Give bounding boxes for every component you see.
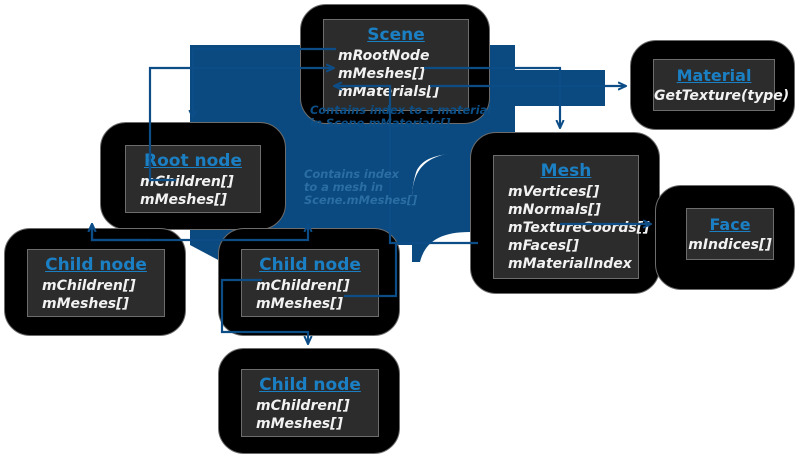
node-face-title: Face	[709, 215, 751, 234]
field-root-mchildren: mChildren[]	[140, 174, 234, 190]
node-root-node-fields: mChildren[] mMeshes[]	[126, 173, 260, 209]
annotation-material-index: Contains index to a material in Scene.mM…	[310, 103, 492, 130]
annotation-mesh-index: Contains index to a mesh in Scene.mMeshe…	[304, 167, 418, 207]
node-root-node-body: Root node mChildren[] mMeshes[]	[125, 145, 261, 213]
field-mfaces: mFaces[]	[508, 238, 579, 254]
field-childleft-mmeshes: mMeshes[]	[42, 296, 129, 312]
field-childmid-mchildren: mChildren[]	[256, 278, 350, 294]
node-child-node-middle[interactable]: Child node mChildren[] mMeshes[]	[218, 228, 400, 336]
node-material-title: Material	[676, 66, 752, 85]
node-face-fields: mIndices[]	[687, 236, 773, 254]
node-child-left-fields: mChildren[] mMeshes[]	[28, 277, 164, 313]
field-mmeshes: mMeshes[]	[338, 66, 425, 82]
node-scene-body: Scene mRootNode mMeshes[] mMaterials[]	[323, 19, 469, 111]
node-root-node-title: Root node	[144, 151, 242, 171]
node-scene-title: Scene	[367, 25, 425, 45]
node-material[interactable]: Material GetTexture(type)	[630, 40, 795, 130]
node-scene-fields: mRootNode mMeshes[] mMaterials[]	[324, 47, 468, 101]
node-material-fields: GetTexture(type)	[654, 87, 790, 105]
node-face-body: Face mIndices[]	[686, 208, 774, 260]
field-childmid-mmeshes: mMeshes[]	[256, 296, 343, 312]
node-child-middle-title: Child node	[259, 255, 361, 275]
field-mmaterialindex: mMaterialIndex	[508, 256, 632, 272]
field-mrootnode: mRootNode	[338, 48, 430, 64]
node-material-body: Material GetTexture(type)	[653, 59, 790, 111]
node-child-bottom-body: Child node mChildren[] mMeshes[]	[241, 369, 379, 437]
field-childbot-mchildren: mChildren[]	[256, 398, 350, 414]
field-childleft-mchildren: mChildren[]	[42, 278, 136, 294]
node-child-left-title: Child node	[45, 255, 147, 275]
node-child-middle-body: Child node mChildren[] mMeshes[]	[241, 249, 379, 317]
node-face[interactable]: Face mIndices[]	[655, 185, 795, 290]
field-mmaterials: mMaterials[]	[338, 84, 440, 100]
field-mnormals: mNormals[]	[508, 202, 601, 218]
node-child-node-left[interactable]: Child node mChildren[] mMeshes[]	[4, 228, 186, 336]
node-mesh-body: Mesh mVertices[] mNormals[] mTextureCoor…	[493, 155, 650, 279]
node-root-node[interactable]: Root node mChildren[] mMeshes[]	[100, 122, 286, 230]
node-child-middle-fields: mChildren[] mMeshes[]	[242, 277, 378, 313]
node-mesh-fields: mVertices[] mNormals[] mTextureCoords[] …	[494, 183, 650, 273]
node-child-bottom-fields: mChildren[] mMeshes[]	[242, 397, 378, 433]
node-child-node-bottom[interactable]: Child node mChildren[] mMeshes[]	[218, 348, 400, 454]
node-child-bottom-title: Child node	[259, 375, 361, 395]
field-mtexturecoords: mTextureCoords[]	[508, 220, 650, 236]
field-mvertices: mVertices[]	[508, 184, 600, 200]
field-childbot-mmeshes: mMeshes[]	[256, 416, 343, 432]
field-gettexture: GetTexture(type)	[654, 88, 790, 104]
node-mesh-title: Mesh	[540, 161, 592, 181]
node-mesh[interactable]: Mesh mVertices[] mNormals[] mTextureCoor…	[470, 132, 660, 294]
field-root-mmeshes: mMeshes[]	[140, 192, 227, 208]
node-child-left-body: Child node mChildren[] mMeshes[]	[27, 249, 165, 317]
field-mindices: mIndices[]	[688, 237, 772, 253]
